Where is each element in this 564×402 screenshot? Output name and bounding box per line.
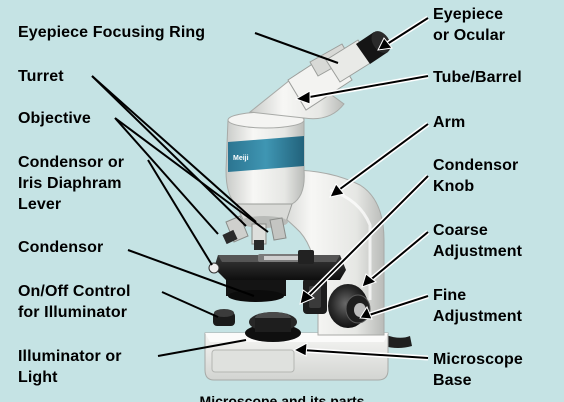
condensor-lever-shape <box>208 262 220 274</box>
diagram-caption: Microscope and its parts <box>199 393 365 402</box>
label-illuminator: Illuminator or Light <box>18 348 122 386</box>
label-arm: Arm <box>433 114 466 131</box>
label-turret: Turret <box>18 68 64 85</box>
label-condensor-knob: Condensor Knob <box>433 157 519 195</box>
label-objective: Objective <box>18 110 91 127</box>
label-eyepiece-ocular: Eyepiece or Ocular <box>433 6 506 44</box>
power-cord <box>384 335 412 348</box>
label-tube-barrel: Tube/Barrel <box>433 69 522 86</box>
label-arrows <box>292 15 430 361</box>
on-off-switch-shape <box>213 309 235 326</box>
label-on-off-control: On/Off Control for Illuminator <box>18 283 131 321</box>
svg-text:Meiji: Meiji <box>233 155 249 162</box>
head-shape: Meiji <box>225 111 305 205</box>
label-condensor-iris-lever: Condensor or Iris Diaphram Lever <box>18 154 125 213</box>
stage-shape <box>214 250 346 302</box>
leader-lines <box>91 32 339 357</box>
label-microscope-base: Microscope Base <box>433 351 523 389</box>
label-fine-adjustment: Fine Adjustment <box>433 287 522 325</box>
illuminator-shape <box>245 312 301 342</box>
label-eyepiece-focusing-ring: Eyepiece Focusing Ring <box>18 24 206 41</box>
label-coarse-adjustment: Coarse Adjustment <box>433 222 522 260</box>
microscope-base-shape <box>204 332 389 381</box>
tube-shape <box>248 39 373 120</box>
label-condensor: Condensor <box>18 239 104 256</box>
